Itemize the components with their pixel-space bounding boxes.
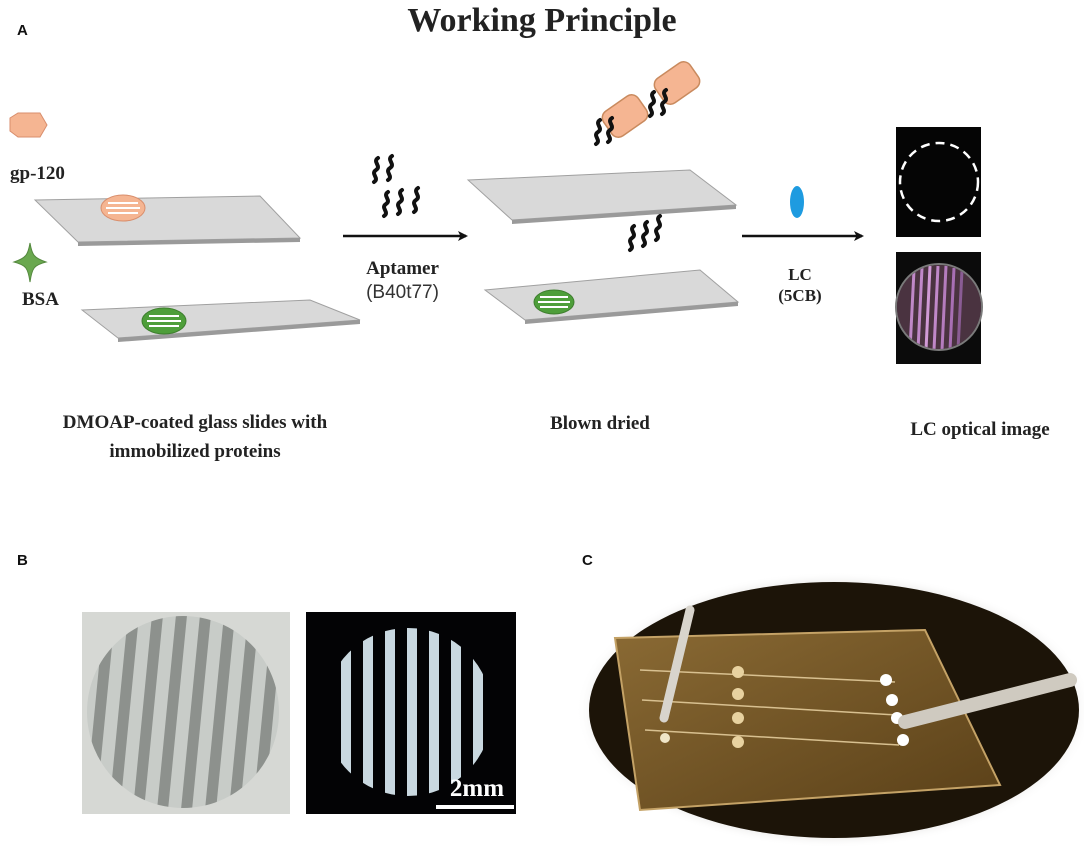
figure-title: Working Principle: [407, 2, 677, 39]
aptamer-gp120-complex-icon: [594, 61, 701, 146]
glass-slide-bottom-washed: [483, 269, 740, 321]
aptamer-free-icon: [628, 214, 662, 252]
aptamer-group-icon: [372, 154, 420, 218]
scale-bar-label: 2mm: [449, 775, 505, 802]
lc-sublabel: (5CB): [778, 286, 822, 305]
gp120-spot: [100, 194, 146, 222]
glass-slide-top-washed: [466, 169, 738, 221]
gp120-hexagon-icon: [9, 112, 48, 138]
optical-image-dark: [896, 127, 981, 237]
photo-microfluidic-device: [576, 572, 1084, 848]
glass-slide-top: [33, 195, 302, 243]
caption-blown-dried: Blown dried: [550, 413, 650, 434]
panel-label-c: C: [582, 552, 593, 569]
bsa-label: BSA: [22, 289, 59, 310]
lc-droplet-icon: [790, 186, 804, 218]
bsa-spot-washed: [533, 289, 575, 315]
aptamer-sublabel: (B40t77): [366, 282, 439, 303]
bsa-star-icon: [12, 242, 48, 283]
optical-image-bright: [895, 252, 983, 364]
caption-slides: DMOAP-coated glass slides with immobiliz…: [10, 408, 380, 466]
panel-label-a: A: [17, 22, 28, 39]
photo-polarized-stripes: [306, 612, 516, 814]
lc-label: LC: [788, 265, 812, 284]
caption-optical-image: LC optical image: [910, 419, 1050, 440]
gp120-label: gp-120: [10, 163, 65, 184]
bsa-spot: [141, 307, 187, 335]
caption-slides-line1: DMOAP-coated glass slides with: [62, 412, 328, 433]
aptamer-label: Aptamer: [366, 258, 439, 279]
caption-slides-line2: immobilized proteins: [109, 441, 281, 462]
panel-label-b: B: [17, 552, 28, 569]
photo-patterned-slide: [82, 612, 290, 814]
